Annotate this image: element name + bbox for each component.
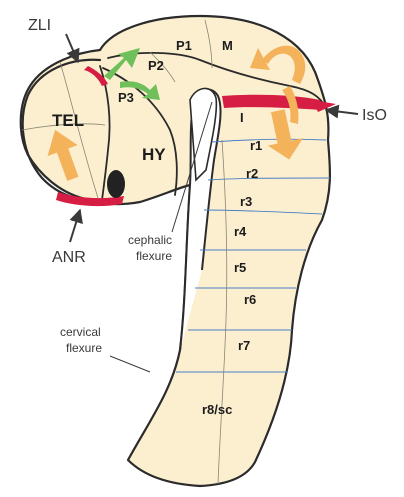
callout-cephalic-line2: flexure	[136, 249, 172, 263]
label-r1: r1	[250, 138, 262, 153]
label-r5: r5	[234, 260, 246, 275]
callout-zli: ZLI	[28, 17, 51, 34]
label-r3: r3	[240, 194, 252, 209]
label-r7: r7	[238, 338, 250, 353]
callout-cephalic-line1: cephalic	[128, 233, 172, 247]
label-tel: TEL	[52, 111, 84, 130]
label-isthmus: I	[240, 110, 244, 125]
callout-iso: IsO	[362, 107, 387, 124]
label-hy: HY	[142, 145, 166, 164]
cervical-pointer-line	[110, 356, 150, 372]
callout-cervical-line2: flexure	[66, 341, 102, 355]
callout-anr: ANR	[52, 249, 86, 266]
label-r8-sc: r8/sc	[202, 402, 232, 417]
callout-cervical-line1: cervical	[60, 325, 101, 339]
arrow-icon	[70, 210, 80, 242]
label-r4: r4	[234, 224, 247, 239]
label-p2: P2	[148, 58, 164, 73]
arrow-icon	[326, 110, 358, 114]
optic-recess-dark-spot	[107, 170, 125, 198]
label-m: M	[222, 38, 233, 53]
label-p1: P1	[176, 38, 192, 53]
label-p3: P3	[118, 90, 134, 105]
label-r2: r2	[246, 166, 258, 181]
label-r6: r6	[244, 292, 256, 307]
